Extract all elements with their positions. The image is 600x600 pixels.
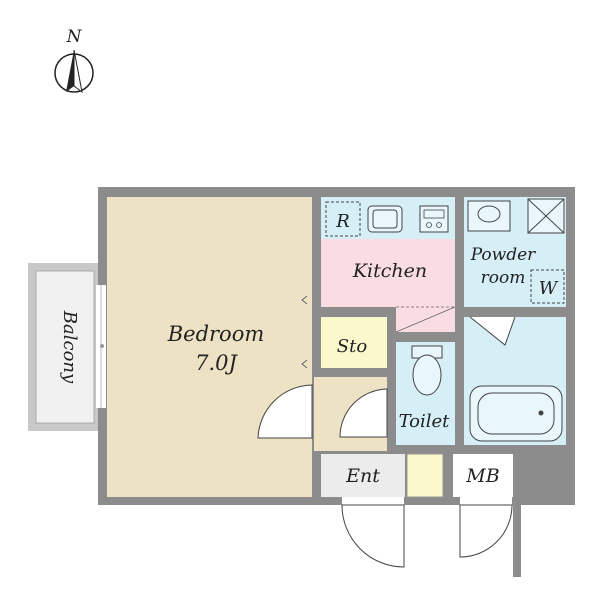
balcony-label: Balcony (59, 310, 80, 384)
compass-label: N (66, 27, 83, 47)
toilet-label: Toilet (399, 411, 451, 432)
bathroom-door-swing (469, 316, 516, 346)
hall-door-swing (339, 388, 388, 438)
entrance-label: Ent (345, 465, 380, 487)
kitchen-label: Kitchen (352, 260, 427, 282)
north-arrow-icon (54, 49, 94, 94)
storage-area (321, 317, 387, 368)
bathtub-icon (469, 385, 563, 442)
powder-room-label-2: room (481, 268, 526, 288)
meter-box-area (453, 454, 513, 497)
sink-icon (367, 205, 403, 233)
meter-box-door-swing (459, 504, 513, 558)
toilet-bowl-icon (412, 354, 442, 396)
entrance-area (321, 454, 405, 497)
fridge-icon (325, 201, 361, 237)
bedroom-area (107, 197, 312, 497)
entrance-door-swing (341, 504, 405, 568)
meter-box-wall (513, 497, 521, 577)
bedroom-size: 7.0J (195, 351, 238, 375)
meter-box-label: MB (465, 465, 499, 487)
washer-label: W (539, 278, 559, 299)
bedroom-label: Bedroom (167, 322, 265, 346)
fridge-label: R (335, 211, 350, 232)
washer-icon (530, 269, 565, 304)
bedroom-door-swing (257, 384, 313, 439)
storage-label: Sto (337, 336, 368, 357)
powder-room-label-1: Powder (470, 245, 536, 265)
balcony (28, 263, 100, 431)
shoe-cabinet (406, 453, 444, 498)
